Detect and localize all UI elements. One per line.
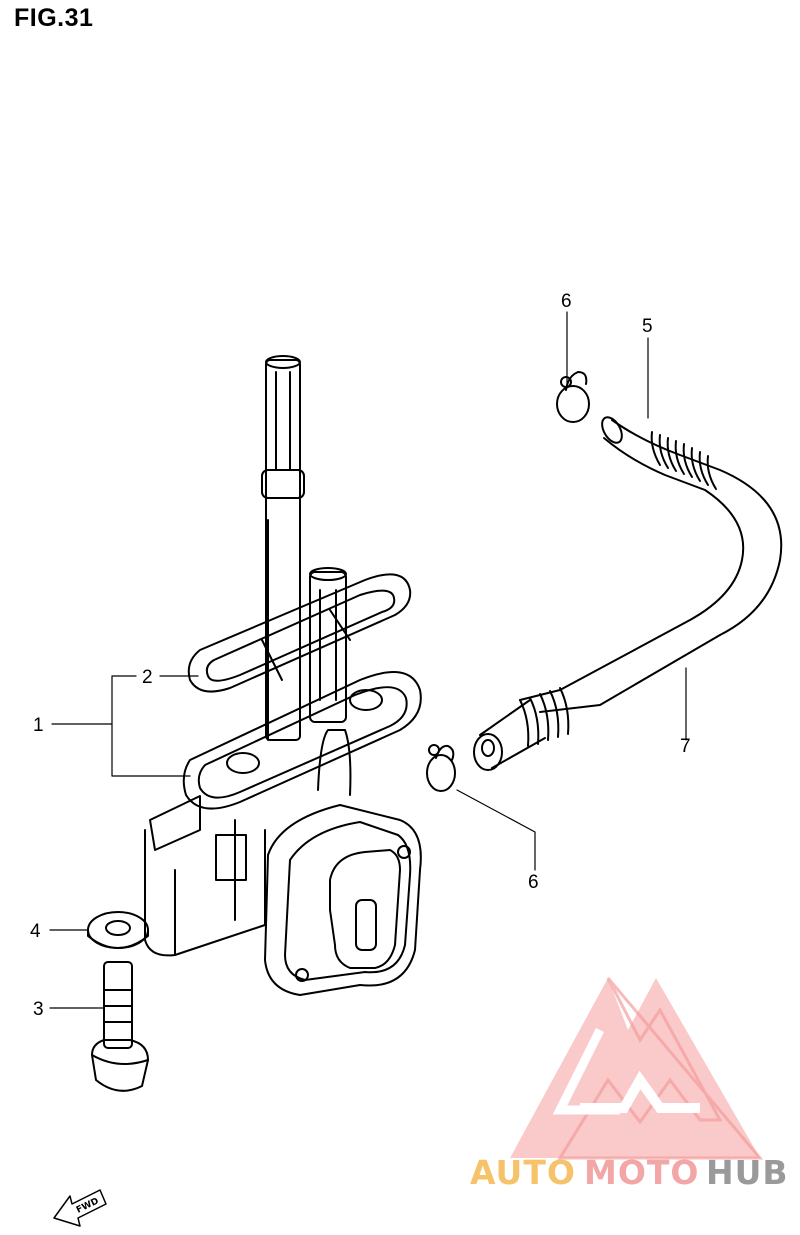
callout-7: 7 xyxy=(680,736,691,757)
part-7-fuel-hose xyxy=(473,416,783,771)
callout-labels: 1 2 3 4 5 6 6 7 xyxy=(30,291,691,1020)
callout-6-lower: 6 xyxy=(528,872,539,893)
callout-3: 3 xyxy=(33,999,44,1020)
part-6-clip-upper xyxy=(556,371,590,423)
leader-lines xyxy=(49,311,687,1009)
part-3-screw xyxy=(91,961,149,1092)
watermark-text: AUTO MOTO HUB xyxy=(470,1153,789,1192)
fwd-arrow-icon: FWD xyxy=(53,1189,107,1227)
callout-1: 1 xyxy=(33,715,44,736)
watermark-moto: MOTO xyxy=(584,1153,699,1192)
watermark-auto: AUTO xyxy=(470,1153,576,1192)
part-1-fuel-valve xyxy=(144,355,422,996)
watermark-hub: HUB xyxy=(706,1153,789,1192)
bracket-1 xyxy=(111,675,191,777)
part-6-clip-lower xyxy=(426,744,456,792)
watermark-logo xyxy=(510,977,764,1160)
leader-6b xyxy=(456,789,536,871)
part-4-washer xyxy=(87,911,149,949)
callout-2: 2 xyxy=(142,667,153,688)
callout-5: 5 xyxy=(642,316,653,337)
figure-title: FIG.31 xyxy=(14,4,94,32)
callout-4: 4 xyxy=(30,921,41,942)
callout-6-upper: 6 xyxy=(561,291,572,312)
